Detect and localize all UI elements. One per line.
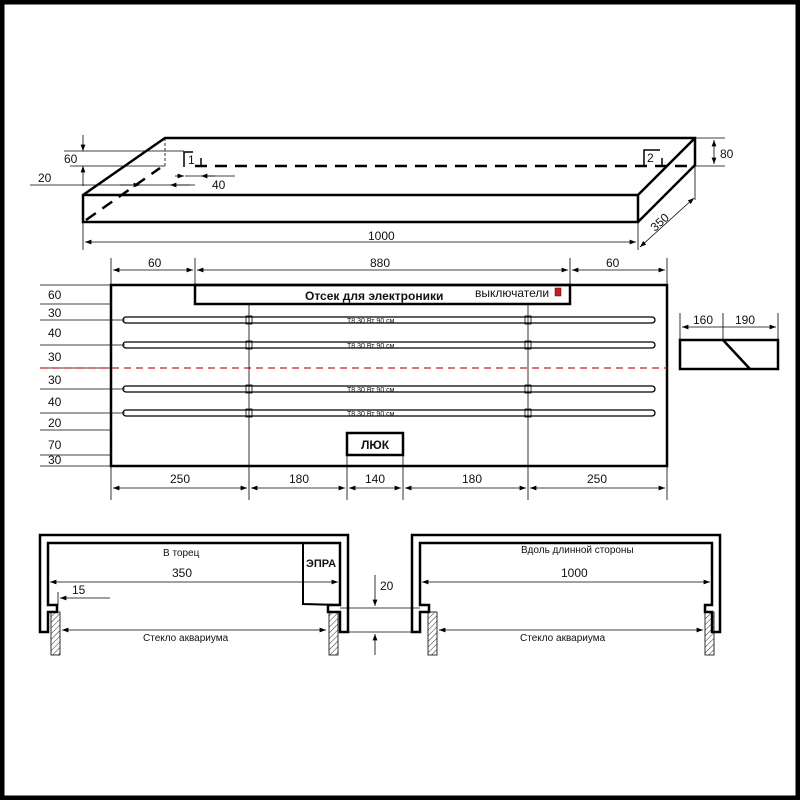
marker-1-bracket: [183, 151, 202, 167]
lamp-2: T8 30 Вт 90 см: [122, 340, 656, 350]
marker-1: 1: [188, 153, 195, 167]
dim-20: 20: [380, 579, 394, 593]
electronics-compartment: [193, 283, 572, 306]
lamp-label: T8 30 Вт 90 см: [347, 411, 395, 418]
top-view: 60 880 60 60 30 40 30 30 40 20 70 30 Отс…: [40, 256, 669, 500]
dim-left-60: 60: [48, 288, 62, 302]
dim-bottom-140: 140: [365, 472, 385, 486]
hidden-edge-diagonal: [85, 166, 161, 222]
dim-bottom-250: 250: [587, 472, 607, 486]
lamp-label: T8 30 Вт 90 см: [347, 343, 395, 350]
lamp-4: T8 30 Вт 90 см: [122, 408, 656, 418]
long-section: Вдоль длинной стороны 1000 Стекло аквари…: [410, 533, 722, 656]
end-section-title: В торец: [163, 548, 200, 559]
dim-350: 350: [648, 210, 672, 234]
dim-left-70: 70: [48, 438, 62, 452]
lamp-label: T8 30 Вт 90 см: [347, 318, 395, 325]
ballast-label: ЭПРА: [306, 558, 336, 570]
dim-left-30: 30: [48, 306, 62, 320]
hatch: [345, 431, 405, 457]
glass-left: [50, 611, 61, 656]
dim-1000: 1000: [368, 229, 395, 243]
dim-80: 80: [720, 147, 734, 161]
lamp-label: T8 30 Вт 90 см: [347, 387, 395, 394]
dim-bottom-180: 180: [462, 472, 482, 486]
marker-2: 2: [647, 151, 654, 165]
dim-top-60-right: 60: [606, 256, 620, 270]
dim-top-880: 880: [370, 256, 390, 270]
dim-left-40: 40: [48, 395, 62, 409]
dim-left-20: 20: [48, 416, 62, 430]
dim-160: 160: [693, 313, 713, 327]
glass-label: Стекло аквариума: [520, 633, 606, 644]
dim-60: 60: [64, 152, 78, 166]
dim-bottom-250: 250: [170, 472, 190, 486]
glass-left: [427, 611, 438, 656]
long-section-title: Вдоль длинной стороны: [521, 545, 634, 556]
electronics-label: Отсек для электроники: [305, 289, 443, 303]
lamp-1: T8 30 Вт 90 см: [122, 315, 656, 325]
dim-15: 15: [72, 583, 86, 597]
dim-190: 190: [735, 313, 755, 327]
dim-40: 40: [212, 178, 226, 192]
dim-left-30: 30: [48, 373, 62, 387]
glass-label: Стекло аквариума: [143, 633, 229, 644]
dim-left-30: 30: [48, 350, 62, 364]
end-section: ЭПРА В торец 350 15 Стекло аквариума 20: [38, 533, 420, 656]
dim-350: 350: [172, 566, 192, 580]
hatch-label: ЛЮК: [361, 438, 390, 452]
switches-label: выключатели: [475, 286, 549, 300]
ballast-box: [302, 543, 341, 606]
marker-2-bracket: [643, 149, 663, 166]
dim-1000: 1000: [561, 566, 588, 580]
dim-left-40: 40: [48, 326, 62, 340]
lamp-3: T8 30 Вт 90 см: [122, 384, 656, 394]
side-profile: 160 190: [678, 313, 780, 371]
switch-icon: [554, 287, 562, 297]
dim-bottom-180: 180: [289, 472, 309, 486]
dim-left-30: 30: [48, 453, 62, 467]
glass-right: [704, 611, 715, 656]
isometric-view: 1 2 60 20 40 1000 350 80: [30, 135, 734, 250]
dim-top-60-left: 60: [148, 256, 162, 270]
dim-20: 20: [38, 171, 52, 185]
glass-right: [328, 611, 339, 656]
